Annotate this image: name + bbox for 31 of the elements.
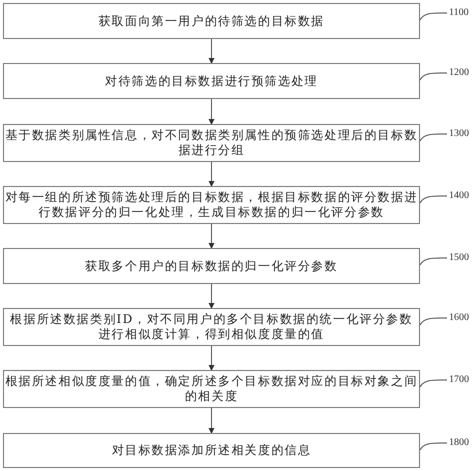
callout-number: 1100 xyxy=(449,7,473,19)
process-box: 根据所述相似度度量的值，确定所述多个目标数据对应的目标对象之间的相关度 xyxy=(3,370,420,408)
callout-number: 1600 xyxy=(449,312,473,324)
arrow xyxy=(208,346,214,371)
leader-line xyxy=(420,72,448,80)
leader-line xyxy=(420,442,448,450)
arrow xyxy=(208,38,214,64)
arrow xyxy=(208,98,214,125)
leader-line xyxy=(420,12,448,20)
callout-number: 1400 xyxy=(449,190,473,202)
arrow xyxy=(208,408,214,434)
process-box: 对每一组的所述预筛选处理后的目标数据，根据目标数据的评分数据进行数据评分的归一化处理，生成目标数据的归一化评分参数 xyxy=(3,186,420,224)
leader-line xyxy=(420,257,448,266)
arrow xyxy=(208,162,214,187)
callout-number: 1700 xyxy=(449,374,473,386)
callout-number: 1500 xyxy=(449,252,473,264)
callout-number: 1200 xyxy=(449,67,473,79)
leader-line xyxy=(420,317,448,326)
callout-number: 1300 xyxy=(449,128,473,140)
process-box: 对待筛选的目标数据进行预筛选处理 xyxy=(3,63,420,99)
arrow xyxy=(208,224,214,249)
leader-line xyxy=(420,195,448,204)
leader-line xyxy=(420,379,448,388)
process-box: 获取面向第一用户的待筛选的目标数据 xyxy=(3,3,420,39)
process-box: 对目标数据添加所述相关度的信息 xyxy=(3,433,420,468)
process-box: 获取多个用户的目标数据的归一化评分参数 xyxy=(3,248,420,284)
process-box: 根据所述数据类别ID，对不同用户的多个目标数据的统一化评分参数进行相似度计算，得到相似度度量的值 xyxy=(3,308,420,346)
callout-number: 1800 xyxy=(449,437,473,449)
process-box: 基于数据类别属性信息，对不同数据类别属性的预筛选处理后的目标数据进行分组 xyxy=(3,124,420,162)
leader-line xyxy=(420,133,448,142)
arrow xyxy=(208,284,214,309)
